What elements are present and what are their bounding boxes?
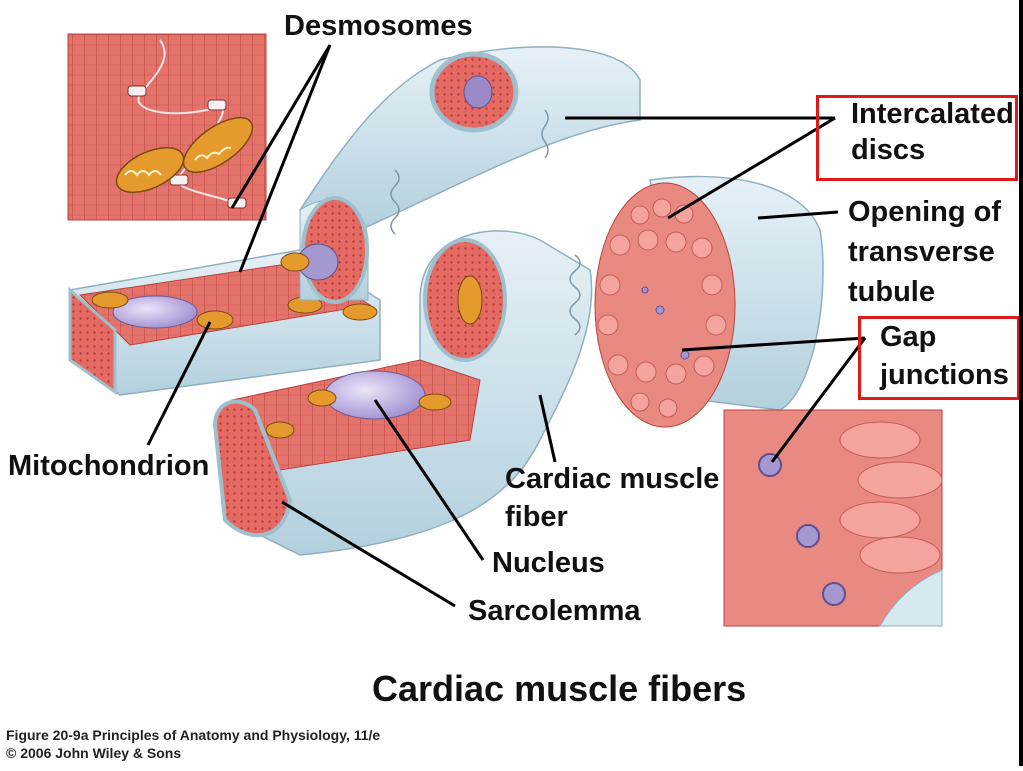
upper-muscle-fiber — [298, 46, 641, 235]
label-sarcolemma: Sarcolemma — [468, 595, 641, 627]
label-intercalated-discs: Intercalated discs — [851, 96, 1014, 168]
leader-desmosomes-2 — [238, 44, 332, 273]
label-intercalated-discs-line1: Intercalated — [851, 98, 1014, 130]
label-cardiac-fiber-line2: fiber — [505, 501, 568, 533]
leader-gap-1 — [681, 336, 866, 352]
label-gap-line2: junctions — [880, 359, 1009, 391]
desmosome-inset — [67, 33, 267, 221]
label-gap-junctions: Gap junctions — [880, 318, 1009, 394]
label-gap-line1: Gap — [880, 321, 937, 353]
leader-mitochondrion — [146, 321, 212, 446]
leader-intercalated-2 — [667, 116, 836, 220]
leader-sarcolemma — [281, 500, 456, 608]
label-cardiac-muscle-fiber: Cardiac muscle fiber — [505, 460, 719, 536]
figure-credit-line2: © 2006 John Wiley & Sons — [6, 745, 182, 761]
gap-junction-inset — [723, 409, 943, 627]
leader-opening — [757, 210, 839, 220]
label-mitochondrion: Mitochondrion — [8, 450, 210, 482]
right-muscle-fiber — [594, 175, 824, 428]
label-opening-of-transverse-tubule: Opening of transverse tubule — [848, 192, 1001, 312]
label-nucleus: Nucleus — [492, 547, 605, 579]
right-edge-bar — [1019, 0, 1023, 766]
middle-muscle-fiber — [280, 196, 369, 304]
leader-desmosomes-1 — [230, 44, 332, 209]
intercalated-discs-highlight-box — [816, 95, 1018, 181]
leader-cardiac-fiber — [538, 394, 557, 463]
label-desmosomes: Desmosomes — [284, 10, 473, 42]
leader-gap-2 — [770, 337, 867, 463]
leader-nucleus — [373, 399, 485, 561]
figure-title: Cardiac muscle fibers — [372, 668, 747, 709]
gap-junctions-highlight-box — [858, 316, 1020, 400]
front-muscle-fiber — [212, 230, 593, 556]
label-intercalated-discs-line2: discs — [851, 134, 926, 166]
label-opening-line3: tubule — [848, 276, 935, 308]
figure-credit-line1: Figure 20-9a Principles of Anatomy and P… — [6, 727, 381, 743]
label-opening-line2: transverse — [848, 236, 995, 268]
label-opening-line1: Opening of — [848, 196, 1002, 228]
label-cardiac-fiber-line1: Cardiac muscle — [505, 463, 720, 495]
leader-lines — [146, 44, 867, 608]
